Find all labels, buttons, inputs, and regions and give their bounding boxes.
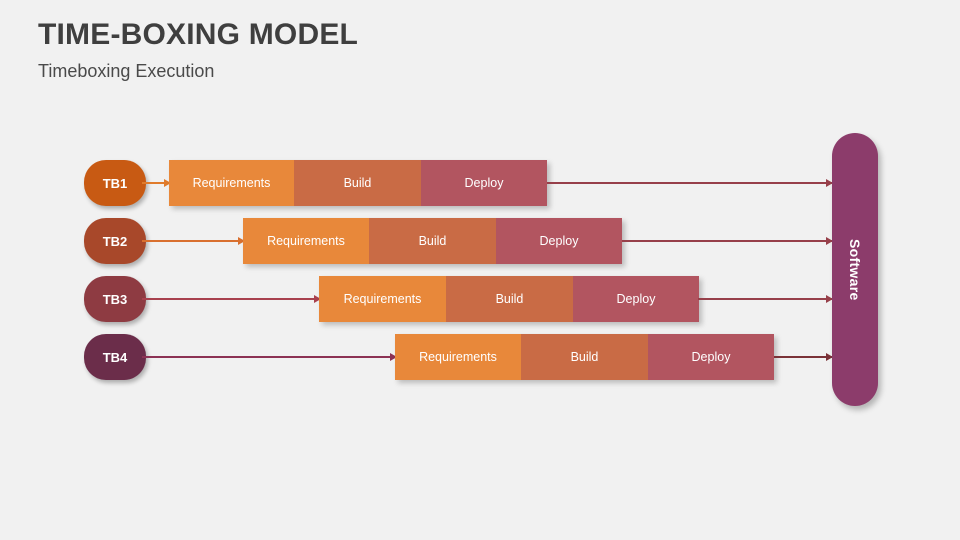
- output-line: [774, 356, 832, 358]
- stage-label: Deploy: [539, 234, 579, 248]
- timebox-pill-label: TB1: [102, 175, 128, 191]
- software-output-label: Software: [847, 238, 863, 301]
- software-output-arrow: [698, 295, 833, 303]
- software-output-bar[interactable]: Software: [832, 133, 878, 406]
- output-arrowhead-icon: [826, 179, 833, 187]
- stage-label: Build: [570, 350, 599, 364]
- output-arrowhead-icon: [826, 295, 833, 303]
- timebox-connector-arrow: [142, 179, 171, 187]
- output-arrowhead-icon: [826, 237, 833, 245]
- stage-box-requirements[interactable]: Requirements: [169, 160, 294, 206]
- stage-box-build[interactable]: Build: [521, 334, 648, 380]
- stage-box-requirements[interactable]: Requirements: [243, 218, 369, 264]
- stage-strip: Requirements Build Deploy: [169, 160, 547, 206]
- stage-box-deploy[interactable]: Deploy: [421, 160, 547, 206]
- timebox-pill-label: TB4: [102, 349, 128, 365]
- timebox-row: TB4 Requirements Build Deploy: [0, 334, 960, 380]
- output-line: [547, 182, 832, 184]
- stage-label: Build: [343, 176, 372, 190]
- software-output-arrow: [774, 353, 833, 361]
- timebox-pill-tb1[interactable]: TB1: [84, 160, 146, 206]
- page-subtitle: Timeboxing Execution: [38, 61, 215, 81]
- output-line: [698, 298, 832, 300]
- timebox-connector-arrow: [142, 353, 397, 361]
- connector-arrowhead-icon: [164, 179, 171, 187]
- stage-box-deploy[interactable]: Deploy: [648, 334, 774, 380]
- connector-line: [142, 356, 396, 358]
- stage-box-build[interactable]: Build: [446, 276, 573, 322]
- stage-box-requirements[interactable]: Requirements: [395, 334, 521, 380]
- stage-strip: Requirements Build Deploy: [319, 276, 699, 322]
- stage-label: Deploy: [616, 292, 656, 306]
- software-output-arrow: [547, 179, 833, 187]
- timebox-pill-tb4[interactable]: TB4: [84, 334, 146, 380]
- connector-line: [142, 298, 320, 300]
- stage-label: Deploy: [691, 350, 731, 364]
- connector-arrowhead-icon: [390, 353, 397, 361]
- stage-box-deploy[interactable]: Deploy: [496, 218, 622, 264]
- output-arrowhead-icon: [826, 353, 833, 361]
- timebox-pill-tb2[interactable]: TB2: [84, 218, 146, 264]
- connector-arrowhead-icon: [314, 295, 321, 303]
- page-title: TIME-BOXING MODEL: [38, 18, 359, 51]
- stage-box-deploy[interactable]: Deploy: [573, 276, 699, 322]
- timebox-pill-tb3[interactable]: TB3: [84, 276, 146, 322]
- stage-label: Requirements: [267, 234, 345, 248]
- stage-label: Requirements: [419, 350, 497, 364]
- stage-label: Requirements: [343, 292, 422, 306]
- stage-box-requirements[interactable]: Requirements: [319, 276, 446, 322]
- connector-arrowhead-icon: [238, 237, 245, 245]
- timebox-row: TB2 Requirements Build Deploy: [0, 218, 960, 264]
- connector-line: [142, 182, 170, 184]
- stage-label: Build: [495, 292, 524, 306]
- timebox-pill-label: TB2: [102, 233, 128, 249]
- timebox-row: TB1 Requirements Build Deploy: [0, 160, 960, 206]
- timebox-pill-label: TB3: [102, 291, 128, 307]
- timebox-row: TB3 Requirements Build Deploy: [0, 276, 960, 322]
- stage-strip: Requirements Build Deploy: [395, 334, 774, 380]
- stage-label: Requirements: [192, 176, 271, 190]
- stage-label: Deploy: [464, 176, 504, 190]
- connector-line: [142, 240, 244, 242]
- software-output-arrow: [622, 237, 833, 245]
- stage-strip: Requirements Build Deploy: [243, 218, 622, 264]
- timebox-connector-arrow: [142, 295, 321, 303]
- stage-label: Build: [418, 234, 447, 248]
- stage-box-build[interactable]: Build: [294, 160, 421, 206]
- stage-box-build[interactable]: Build: [369, 218, 496, 264]
- title-block: TIME-BOXING MODEL Timeboxing Execution: [38, 16, 658, 84]
- output-line: [622, 240, 832, 242]
- timebox-connector-arrow: [142, 237, 245, 245]
